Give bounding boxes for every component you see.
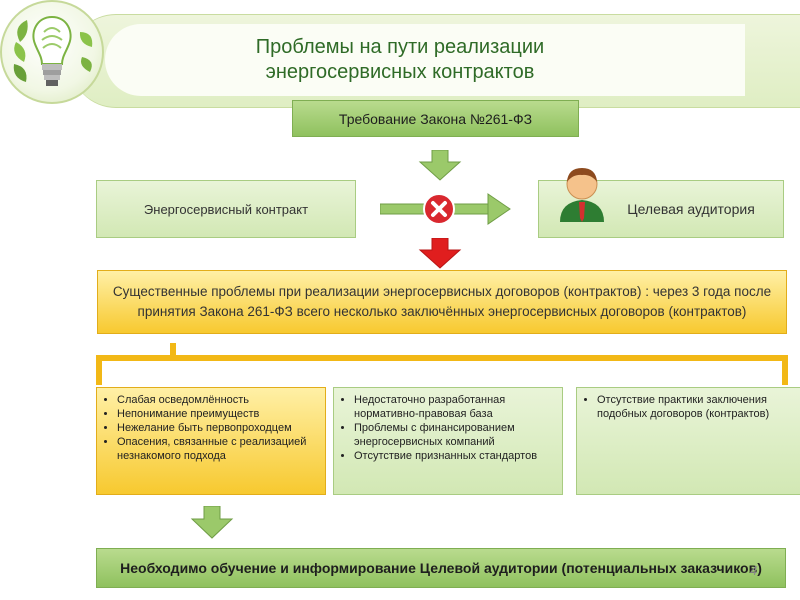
problem-list-1: Слабая осведомлённость Непонимание преим…	[103, 393, 319, 463]
bottom-down-arrow-icon	[190, 506, 234, 539]
list-item: Недостаточно разработанная нормативно-пр…	[354, 393, 556, 421]
requirement-box: Требование Закона №261-ФЗ	[292, 100, 579, 137]
bracket-connector	[96, 343, 788, 385]
list-item: Опасения, связанные с реализацией незнак…	[117, 435, 319, 463]
conclusion-text: Необходимо обучение и информирование Цел…	[120, 560, 762, 576]
conclusion-box: Необходимо обучение и информирование Цел…	[96, 548, 786, 588]
problem-column-1: Слабая осведомлённость Непонимание преим…	[96, 387, 326, 495]
contract-box: Энергосервисный контракт	[96, 180, 356, 238]
problem-text: Существенные проблемы при реализации эне…	[112, 284, 772, 319]
problem-list-3: Отсутствие практики заключения подобных …	[583, 393, 799, 421]
eco-bulb-logo-icon	[0, 0, 104, 104]
page-number: 4	[750, 563, 758, 578]
person-icon	[560, 168, 604, 222]
red-down-arrow-icon	[418, 238, 462, 269]
title-line-1: Проблемы на пути реализации	[255, 36, 545, 58]
list-item: Нежелание быть первопроходцем	[117, 421, 319, 435]
list-item: Слабая осведомлённость	[117, 393, 319, 407]
header-inner	[105, 24, 745, 96]
requirement-label: Требование Закона №261-ФЗ	[338, 110, 533, 127]
blocked-x-icon	[423, 193, 455, 225]
problem-list-2: Недостаточно разработанная нормативно-пр…	[340, 393, 556, 463]
title-line-2: энергосервисных контрактов	[265, 61, 535, 83]
down-arrow-icon	[418, 150, 462, 181]
contract-label: Энергосервисный контракт	[143, 201, 309, 217]
problem-column-2: Недостаточно разработанная нормативно-пр…	[333, 387, 563, 495]
page-title: Проблемы на пути реализации энергосервис…	[180, 35, 620, 85]
audience-label: Целевая аудитория	[627, 201, 755, 217]
list-item: Отсутствие признанных стандартов	[354, 449, 556, 463]
problem-column-3: Отсутствие практики заключения подобных …	[576, 387, 800, 495]
list-item: Проблемы с финансированием энергосервисн…	[354, 421, 556, 449]
list-item: Непонимание преимуществ	[117, 407, 319, 421]
list-item: Отсутствие практики заключения подобных …	[597, 393, 799, 421]
problem-box: Существенные проблемы при реализации эне…	[97, 270, 787, 334]
